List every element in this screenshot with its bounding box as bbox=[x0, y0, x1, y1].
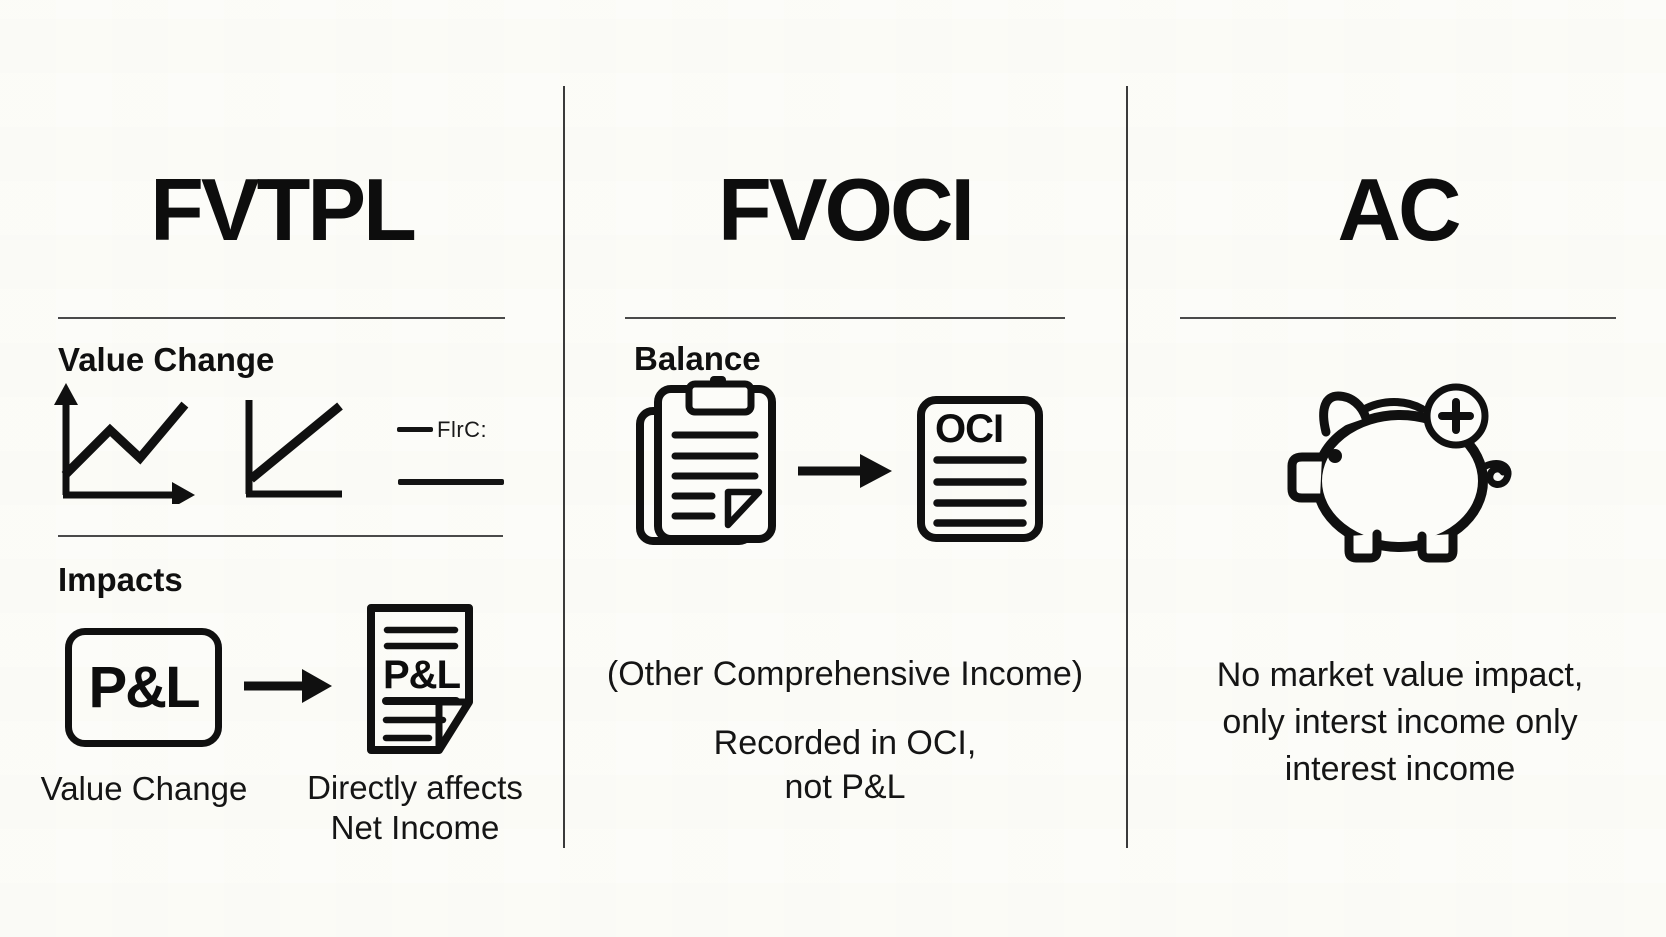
fvoci-title-rule bbox=[625, 317, 1065, 319]
fvtpl-title-rule bbox=[58, 317, 505, 319]
fvoci-note-line2: not P&L bbox=[784, 768, 906, 806]
legend-label: FlrC: bbox=[437, 417, 488, 442]
pl-doc-caption-line2: Net Income bbox=[330, 809, 500, 846]
ac-title-rule bbox=[1180, 317, 1616, 319]
piggy-bank-icon bbox=[1287, 383, 1512, 563]
growth-chart-icon bbox=[245, 400, 343, 498]
legend-long-line bbox=[398, 479, 504, 485]
plus-circle-icon bbox=[1423, 383, 1489, 449]
clipboard-icon bbox=[636, 376, 776, 545]
arrow-right-icon bbox=[798, 454, 892, 488]
ac-note-line1: No market value impact, bbox=[1216, 656, 1584, 694]
fvoci-title: FVOCI bbox=[718, 160, 975, 259]
ac-note-line2: only interst income only bbox=[1222, 703, 1578, 741]
pl-box-label: P&L bbox=[88, 655, 201, 720]
pl-doc-caption: Directly affects Net Income bbox=[291, 768, 539, 848]
fvoci-subtitle: (Other Comprehensive Income) bbox=[606, 655, 1084, 693]
legend-short-line bbox=[397, 427, 433, 432]
column-divider-left bbox=[563, 86, 565, 848]
arrow-right-icon bbox=[244, 669, 332, 703]
ac-note: No market value impact, only interst inc… bbox=[1175, 652, 1625, 793]
pl-box-caption: Value Change bbox=[40, 770, 248, 807]
column-divider-right bbox=[1126, 86, 1128, 848]
pl-doc-label: P&L bbox=[383, 653, 461, 697]
pl-document-icon: P&L bbox=[367, 604, 473, 754]
value-change-heading: Value Change bbox=[58, 341, 275, 378]
ac-title: AC bbox=[1337, 160, 1461, 259]
oci-doc-label: OCI bbox=[935, 407, 1003, 451]
fvtpl-section-rule bbox=[58, 535, 503, 537]
ac-note-line3: interest income bbox=[1284, 750, 1516, 788]
pl-box-icon: P&L bbox=[65, 628, 222, 747]
pl-doc-caption-line1: Directly affects bbox=[307, 769, 523, 806]
fvoci-note-line1: Recorded in OCI, bbox=[713, 724, 977, 762]
fvtpl-title: FVTPL bbox=[150, 160, 417, 259]
impacts-heading: Impacts bbox=[58, 561, 183, 598]
fvoci-note: Recorded in OCI, not P&L bbox=[580, 721, 1110, 809]
line-chart-icon bbox=[54, 383, 195, 504]
balance-heading: Balance bbox=[634, 340, 761, 377]
oci-document-icon: OCI bbox=[917, 396, 1043, 542]
